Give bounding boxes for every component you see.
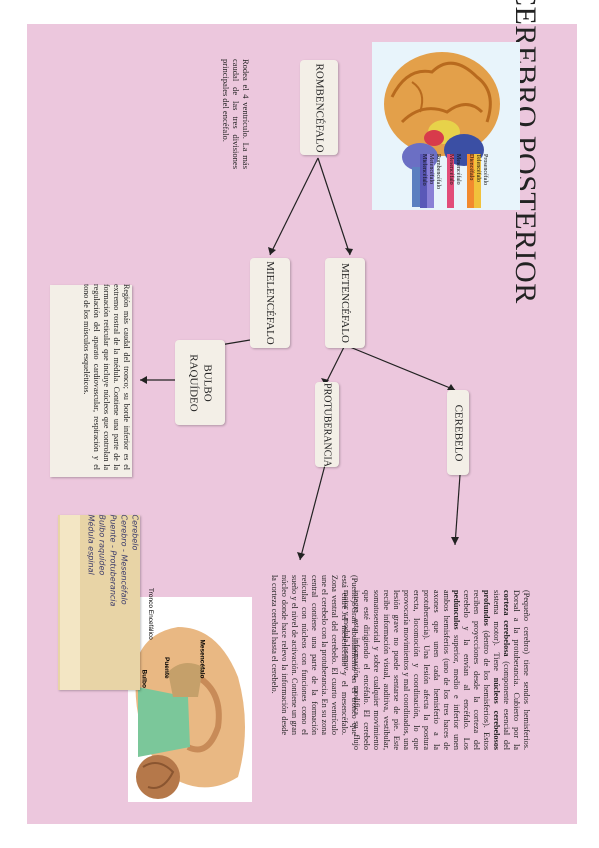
bulbo-description-box: Región más caudal del tronco; su borde i… xyxy=(50,284,132,477)
node-cerebelo: CEREBELO xyxy=(447,390,469,475)
rombencefalo-description: Rodea el 4 ventrículo. La más caudal de … xyxy=(221,59,251,169)
note-text: Cerebelo Cerebro - Mesencéfalo Puente - … xyxy=(59,515,141,690)
label-puente: Puente xyxy=(163,657,170,679)
legend-item: Mesencéfalo xyxy=(447,154,454,208)
node-rombencefalo: ROMBENCÉFALO xyxy=(300,60,338,155)
note-line: Médula espinal xyxy=(86,514,96,575)
brainstem-diagram: Tronco Encefálico Mesencéfalo Puente Bul… xyxy=(128,588,252,802)
legend-item: Diencéfalo xyxy=(467,154,474,208)
node-mielencefalo: MIELENCÉFALO xyxy=(250,258,290,348)
legend-item: Rombencéfalo xyxy=(435,154,441,189)
note-line: Cerebro - Mesencéfalo xyxy=(119,514,129,605)
legend-item: Mesencéfalo xyxy=(455,154,461,185)
node-metencefalo: METENCÉFALO xyxy=(325,258,365,348)
label-tronco: Tronco Encefálico xyxy=(147,588,154,640)
legend-item: Prosencéfalo xyxy=(482,154,488,185)
legend-item: Mielencéfalo xyxy=(420,154,427,208)
protuberancia-description: (Puente) Gran abultamiento en el tronco … xyxy=(270,575,359,735)
node-protuberancia: PROTUBERANCIA xyxy=(315,382,339,467)
handwritten-note: Cerebelo Cerebro - Mesencéfalo Puente - … xyxy=(58,515,140,690)
brain-image: Prosencéfalo Telencéfalo Diencéfalo Mese… xyxy=(372,42,520,210)
brainstem-illustration xyxy=(135,627,245,799)
legend-item: Telencéfalo xyxy=(474,154,481,208)
node-bulbo: BULBO RAQUÍDEO xyxy=(175,340,225,425)
bulbo-description: Región más caudal del tronco; su borde i… xyxy=(82,284,131,470)
note-line: Cerebelo xyxy=(130,514,140,551)
legend-item: Metencéfalo xyxy=(427,154,434,208)
label-mesencefalo: Mesencéfalo xyxy=(198,639,206,679)
note-line: Puente - Protuberancia xyxy=(108,514,118,607)
note-line: Bulbo raquídeo xyxy=(97,514,107,576)
legend: Prosencéfalo Telencéfalo Diencéfalo Mese… xyxy=(374,154,518,208)
